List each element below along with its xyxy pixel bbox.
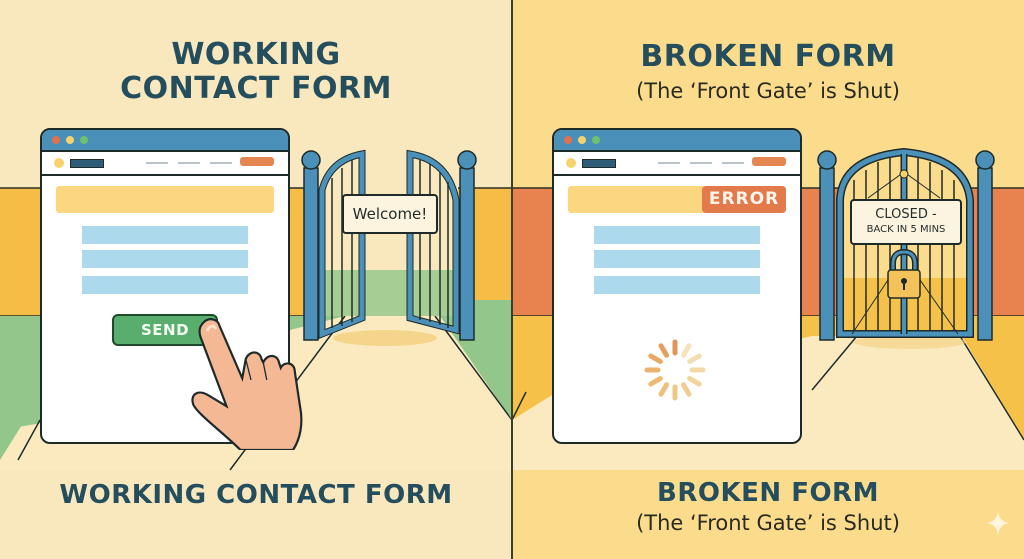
working-form-panel: Welcome! WORKING CONTACT FORM SEND xyxy=(0,37,512,510)
name-field[interactable] xyxy=(82,226,248,244)
panel-divider xyxy=(511,0,513,559)
gate-closed xyxy=(836,147,974,338)
email-field[interactable] xyxy=(594,250,760,268)
closed-sign-line2: BACK IN 5 MINS xyxy=(866,224,946,235)
site-brand xyxy=(70,159,104,168)
nav-link-3[interactable] xyxy=(722,162,744,164)
nav-cta-button[interactable] xyxy=(240,157,274,166)
gate-right-leaf-open xyxy=(406,149,460,335)
gate-post-right xyxy=(457,150,477,341)
error-badge: ERROR xyxy=(702,186,786,213)
sparkle-icon xyxy=(986,511,1010,535)
gate-post-right xyxy=(975,150,995,341)
nav-link-1[interactable] xyxy=(658,162,680,164)
nav-link-1[interactable] xyxy=(146,162,168,164)
name-field[interactable] xyxy=(594,226,760,244)
working-bottom-title: WORKING CONTACT FORM xyxy=(59,480,453,510)
closed-sign-line1: CLOSED - xyxy=(875,207,937,222)
broken-form-panel: CLOSED - BACK IN 5 MINS BROKEN FORM (The… xyxy=(512,0,1024,559)
site-logo-icon xyxy=(566,158,576,168)
minimize-dot-icon[interactable] xyxy=(66,136,74,144)
working-title-line2: CONTACT FORM xyxy=(120,71,392,106)
working-title-line1: WORKING xyxy=(171,37,341,72)
gate-post-left xyxy=(301,150,321,341)
minimize-dot-icon[interactable] xyxy=(578,136,586,144)
site-brand xyxy=(582,159,616,168)
hand-pointer-icon xyxy=(191,318,303,450)
closed-sign: CLOSED - BACK IN 5 MINS xyxy=(850,199,962,245)
gate-post-left xyxy=(817,150,837,341)
broken-subtitle: (The ‘Front Gate’ is Shut) xyxy=(636,79,900,103)
broken-title: BROKEN FORM xyxy=(640,39,896,74)
browser-nav-bar xyxy=(42,152,288,176)
close-dot-icon[interactable] xyxy=(52,136,60,144)
browser-title-bar xyxy=(42,130,288,152)
message-field[interactable] xyxy=(594,276,760,294)
broken-bottom-subtitle: (The ‘Front Gate’ is Shut) xyxy=(636,511,900,535)
close-dot-icon[interactable] xyxy=(564,136,572,144)
welcome-sign-text: Welcome! xyxy=(352,205,428,223)
email-field[interactable] xyxy=(82,250,248,268)
padlock-icon xyxy=(887,248,921,299)
message-field[interactable] xyxy=(82,276,248,294)
broken-browser-window: ERROR xyxy=(552,128,802,444)
broken-bottom-title: BROKEN FORM xyxy=(657,478,879,508)
maximize-dot-icon[interactable] xyxy=(80,136,88,144)
site-logo-icon xyxy=(54,158,64,168)
working-browser-window: SEND xyxy=(40,128,290,444)
form-header-banner xyxy=(56,186,274,213)
maximize-dot-icon[interactable] xyxy=(592,136,600,144)
nav-link-2[interactable] xyxy=(690,162,712,164)
nav-cta-button[interactable] xyxy=(752,157,786,166)
loading-spinner-icon xyxy=(644,339,706,401)
nav-link-2[interactable] xyxy=(178,162,200,164)
nav-link-3[interactable] xyxy=(210,162,232,164)
working-title: WORKING CONTACT FORM xyxy=(0,38,512,106)
gate-left-leaf-open xyxy=(318,149,366,340)
welcome-sign: Welcome! xyxy=(342,194,438,234)
browser-title-bar xyxy=(554,130,800,152)
browser-nav-bar xyxy=(554,152,800,176)
